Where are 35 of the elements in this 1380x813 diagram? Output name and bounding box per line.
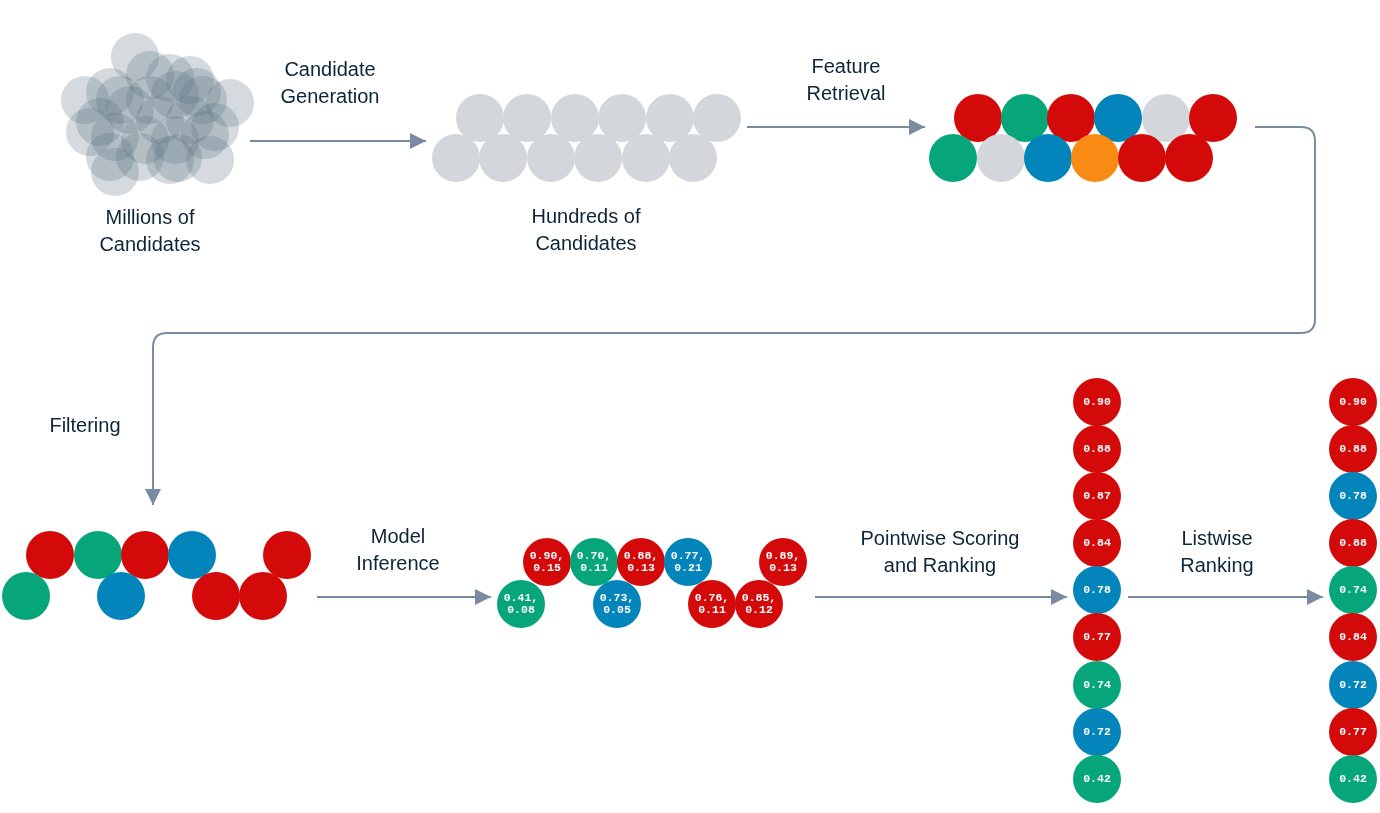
score-circle: 0.88 xyxy=(1329,519,1377,567)
score-circle: 0.84 xyxy=(1329,613,1377,661)
arrow xyxy=(249,133,427,149)
score-circle: 0.41, 0.08 xyxy=(497,580,545,628)
score-circle: 0.88, 0.13 xyxy=(617,538,665,586)
score-circle: 0.72 xyxy=(1329,661,1377,709)
arrow xyxy=(1127,589,1324,605)
score-circle: 0.70, 0.11 xyxy=(570,538,618,586)
score-circle: 0.88 xyxy=(1329,425,1377,473)
score-circle: 0.42 xyxy=(1073,755,1121,803)
score-circle: 0.78 xyxy=(1329,472,1377,520)
stage-caption: Millions of Candidates xyxy=(98,205,202,257)
score-circle: 0.77, 0.21 xyxy=(664,538,712,586)
score-circle: 0.89, 0.13 xyxy=(759,538,807,586)
score-circle: 0.42 xyxy=(1329,755,1377,803)
score-circle: 0.76, 0.11 xyxy=(688,580,736,628)
stage-caption: Hundreds of Candidates xyxy=(530,204,642,256)
arrow xyxy=(746,119,926,135)
arrow xyxy=(316,589,492,605)
score-circle: 0.77 xyxy=(1073,613,1121,661)
arrow xyxy=(145,126,1316,506)
score-circle: 0.87 xyxy=(1073,472,1121,520)
score-circle: 0.74 xyxy=(1073,661,1121,709)
arrow xyxy=(814,589,1068,605)
score-circle: 0.88 xyxy=(1073,425,1121,473)
score-circle: 0.78 xyxy=(1073,566,1121,614)
score-circle: 0.73, 0.05 xyxy=(593,580,641,628)
score-circle: 0.90, 0.15 xyxy=(523,538,571,586)
score-circle: 0.90 xyxy=(1329,378,1377,426)
score-circle: 0.72 xyxy=(1073,708,1121,756)
score-circle: 0.90 xyxy=(1073,378,1121,426)
score-circle: 0.84 xyxy=(1073,519,1121,567)
score-circle: 0.77 xyxy=(1329,708,1377,756)
score-circle: 0.85, 0.12 xyxy=(735,580,783,628)
score-circle: 0.74 xyxy=(1329,566,1377,614)
